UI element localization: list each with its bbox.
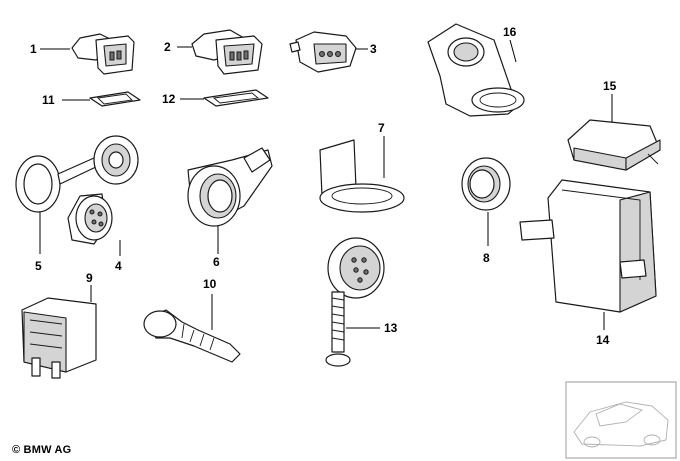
part-3-flat-plug[interactable] [289,31,357,73]
vehicle-thumbnail [565,381,677,459]
callout-3: 3 [370,42,377,56]
callout-6: 6 [213,255,220,269]
part-8-nut[interactable] [461,157,511,211]
part-16-bracket[interactable] [427,23,525,117]
part-1-connector-housing[interactable] [71,33,135,75]
callout-14: 14 [596,333,610,347]
part-13-connector-rod[interactable] [325,237,385,367]
callout-1: 1 [30,42,37,56]
copyright-notice: © BMW AG [12,444,72,456]
callout-12: 12 [162,92,176,106]
callout-13: 13 [384,321,398,335]
callout-2: 2 [164,40,171,54]
callout-11: 11 [42,93,55,107]
part-7-holder[interactable] [319,139,405,213]
part-14-housing[interactable] [519,179,657,313]
part-2-connector-housing[interactable] [191,29,263,75]
part-12-gasket[interactable] [203,89,269,107]
callout-4: 4 [115,259,122,273]
callout-5: 5 [35,259,42,273]
callout-9: 9 [86,271,93,285]
part-15-cover[interactable] [567,119,661,171]
callout-7: 7 [378,121,385,135]
part-6-boot[interactable] [187,147,273,227]
callout-15: 15 [603,79,617,93]
callout-16: 16 [503,25,517,39]
part-5-retaining-ring[interactable] [15,155,99,213]
part-11-gasket[interactable] [89,91,141,107]
callout-8: 8 [483,251,490,265]
part-4-round-connector[interactable] [67,135,139,245]
callout-10: 10 [203,277,217,291]
part-9-plug-block[interactable] [21,297,97,379]
part-10-cable-boot[interactable] [143,309,241,363]
